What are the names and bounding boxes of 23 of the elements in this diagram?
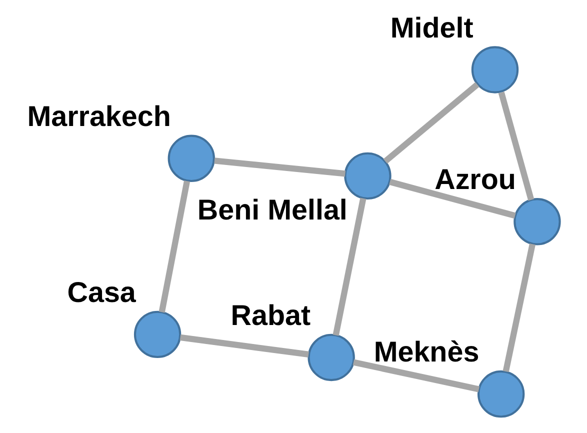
node-label: Beni Mellal: [197, 194, 348, 226]
connector: [502, 244, 536, 372]
node-circle: [514, 198, 561, 246]
connector: [180, 334, 310, 358]
node-label: Casa: [67, 276, 136, 309]
node-label: Meknès: [374, 336, 480, 369]
node-circle: [477, 370, 525, 418]
node-label: Rabat: [230, 300, 311, 332]
connector: [498, 92, 534, 201]
node-circle: [168, 134, 215, 182]
node-circle: [344, 152, 392, 200]
node-label: Azrou: [434, 164, 516, 196]
node-circle: [471, 46, 519, 94]
connector: [214, 158, 346, 177]
node-circle: [134, 310, 182, 358]
connector: [389, 178, 516, 219]
node-circle: [308, 334, 355, 382]
connector: [352, 359, 480, 392]
node-label: Midelt: [390, 12, 474, 44]
connector: [158, 180, 190, 313]
connector: [383, 82, 480, 164]
node-label: Marrakech: [27, 100, 171, 133]
connector: [332, 198, 366, 336]
